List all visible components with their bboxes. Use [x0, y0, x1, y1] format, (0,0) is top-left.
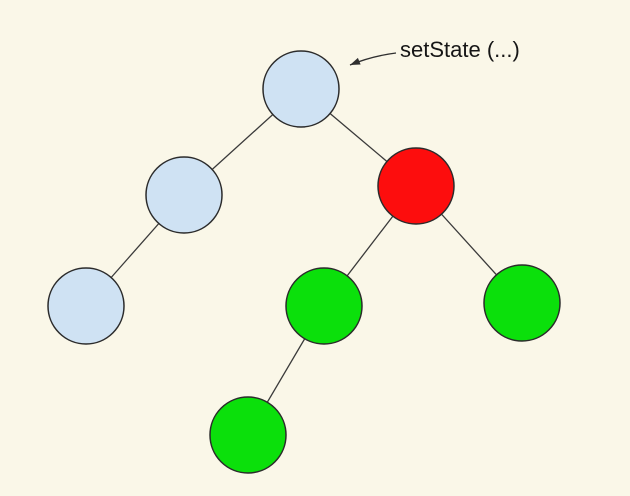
tree-node-great-grandchild: [209, 396, 287, 474]
tree-node-right-grandchild: [483, 264, 561, 342]
annotation-arrowhead-icon: [350, 57, 361, 65]
tree-node-root: [262, 50, 340, 128]
tree-node-middle-grandchild: [285, 267, 363, 345]
tree-node-left-child: [145, 156, 223, 234]
tree-node-right-child: [377, 147, 455, 225]
annotation-label: setState (...): [400, 37, 520, 62]
tree-node-left-grandchild: [47, 267, 125, 345]
